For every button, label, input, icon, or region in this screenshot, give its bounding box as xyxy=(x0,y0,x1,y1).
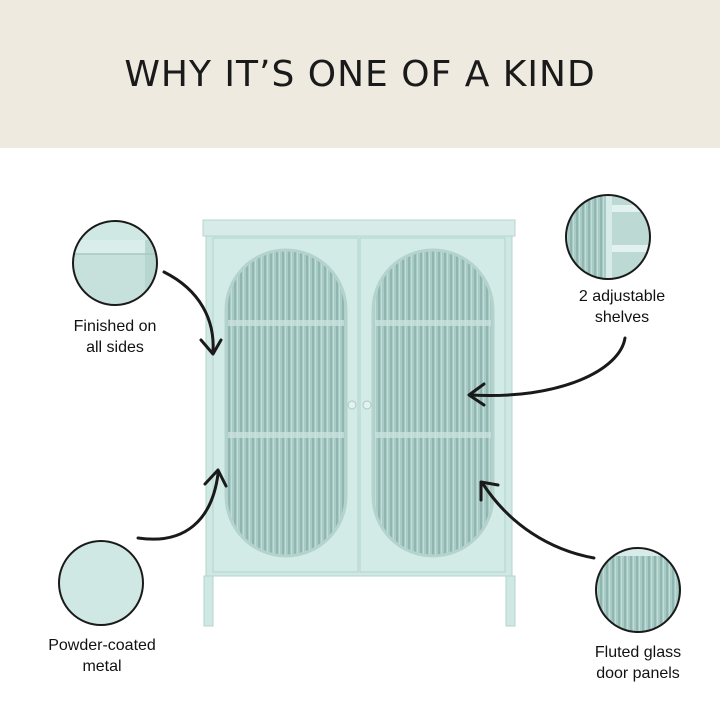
arrow-finished-sides xyxy=(162,270,223,356)
feature-label-finished-sides: Finished on all sides xyxy=(50,316,180,358)
feature-label-line: shelves xyxy=(594,309,650,326)
shelf-detail-icon xyxy=(565,194,651,280)
feature-label-line: 2 adjustable xyxy=(578,288,666,305)
feature-label-line: Finished on xyxy=(73,318,157,335)
header-banner: WHY IT’S ONE OF A KIND xyxy=(0,0,720,148)
feature-label-line: Powder-coated xyxy=(48,637,156,654)
arrow-shelves xyxy=(467,336,627,407)
feature-label-line: metal xyxy=(82,658,122,675)
feature-label-line: Fluted glass xyxy=(594,644,682,661)
fluted-glass-detail-icon xyxy=(595,547,681,633)
color-swatch-icon xyxy=(58,540,144,626)
cabinet xyxy=(202,219,516,627)
door-knob xyxy=(347,400,357,410)
feature-label-line: all sides xyxy=(86,339,144,356)
feature-label-line: door panels xyxy=(596,665,680,682)
arrow-fluted-glass xyxy=(479,480,596,560)
feature-label-shelves: 2 adjustable shelves xyxy=(557,286,687,328)
door-knob xyxy=(362,400,372,410)
feature-label-fluted-glass: Fluted glass door panels xyxy=(573,642,703,684)
page-title: WHY IT’S ONE OF A KIND xyxy=(124,53,596,95)
feature-label-powder-coated: Powder-coated metal xyxy=(32,635,172,677)
arrow-powder-coated xyxy=(136,468,228,541)
cabinet-corner-detail-icon xyxy=(72,220,158,306)
